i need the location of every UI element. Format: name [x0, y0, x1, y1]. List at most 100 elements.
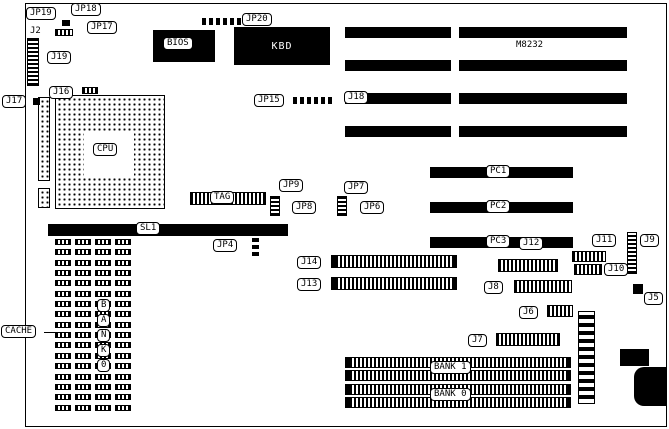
cache-chip — [75, 373, 91, 380]
jp17-header — [55, 29, 73, 36]
jp9-jp8-header — [270, 196, 280, 216]
sl1-slot — [48, 224, 288, 236]
j16-label: J16 — [49, 86, 74, 99]
j7-label: J7 — [468, 334, 487, 347]
jp8-label: JP8 — [292, 201, 317, 214]
cache-chip — [55, 332, 71, 339]
cache-chip — [75, 363, 91, 370]
cache-bank-letter-b: B — [97, 299, 111, 312]
cache-chip — [75, 270, 91, 277]
cache-chip — [95, 259, 111, 266]
bios-label: BIOS — [163, 37, 193, 50]
j14-header — [331, 255, 457, 268]
isa-slot — [459, 60, 627, 71]
cache-chip-grid — [55, 239, 139, 413]
cache-chip — [115, 311, 131, 318]
j2-header — [27, 38, 39, 86]
cache-chip — [55, 270, 71, 277]
din-connector-body — [634, 367, 667, 406]
cpu-label: CPU — [93, 143, 118, 156]
bank1-label: BANK 1 — [430, 361, 471, 374]
jp9-label: JP9 — [279, 179, 304, 192]
cache-chip — [115, 239, 131, 245]
cache-chip — [55, 363, 71, 370]
cache-chip — [75, 290, 91, 297]
jp20-header — [202, 18, 242, 25]
cache-bank-letter-0: 0 — [97, 359, 111, 372]
cache-chip — [55, 259, 71, 266]
cache-chip — [95, 280, 111, 287]
isa-slot — [459, 126, 627, 137]
cache-chip — [55, 383, 71, 390]
cache-chip — [115, 363, 131, 370]
cache-chip — [75, 249, 91, 256]
cache-chip — [75, 311, 91, 318]
cache-chip — [55, 249, 71, 256]
cache-chip — [75, 404, 91, 411]
jp6-label: JP6 — [360, 201, 385, 214]
j14-label: J14 — [297, 256, 322, 269]
cache-chip — [115, 270, 131, 277]
cache-chip — [115, 383, 131, 390]
cache-chip — [75, 394, 91, 401]
j11-label: J11 — [592, 234, 617, 247]
power-connector — [578, 311, 595, 404]
j6-header — [547, 305, 573, 317]
pc2-label: PC2 — [486, 200, 511, 213]
j5-header — [633, 284, 643, 294]
isa-slot — [345, 126, 451, 137]
cpu-pin-strip — [38, 97, 50, 181]
cache-chip — [75, 342, 91, 349]
j6-label: J6 — [519, 306, 538, 319]
cache-chip — [55, 301, 71, 308]
cpu-socket — [55, 95, 165, 209]
cache-chip — [75, 321, 91, 328]
cache-chip — [115, 249, 131, 256]
jp18-header — [62, 20, 70, 26]
cache-chip — [115, 321, 131, 328]
kbd-label: KBD — [271, 40, 293, 52]
cache-chip — [75, 280, 91, 287]
cache-chip — [75, 259, 91, 266]
cache-chip — [95, 249, 111, 256]
jp7-label: JP7 — [344, 181, 369, 194]
j19-label: J19 — [47, 51, 72, 64]
cache-chip — [55, 352, 71, 359]
sl1-label: SL1 — [136, 222, 161, 235]
j16-header — [82, 87, 98, 94]
cache-chip — [75, 383, 91, 390]
j10-header — [574, 264, 602, 275]
kbd-chip: KBD — [234, 27, 330, 65]
j12-label: J12 — [519, 237, 544, 250]
jp4-label: JP4 — [213, 239, 238, 252]
cache-chip — [115, 290, 131, 297]
cache-chip — [95, 404, 111, 411]
j8-label: J8 — [484, 281, 503, 294]
cache-chip — [75, 301, 91, 308]
jp15-header — [293, 97, 333, 104]
jp20-label: JP20 — [242, 13, 272, 26]
j12-header — [498, 259, 558, 272]
cache-chip — [115, 259, 131, 266]
cache-bank-letter-a: A — [97, 314, 111, 327]
isa-slot — [345, 93, 451, 104]
j13-label: J13 — [297, 278, 322, 291]
pc1-label: PC1 — [486, 165, 511, 178]
j11-header — [572, 251, 606, 262]
j17-header — [33, 98, 40, 105]
cache-chip — [75, 332, 91, 339]
cache-bank-letter-n: N — [97, 329, 111, 342]
j13-header — [331, 277, 457, 290]
cache-chip — [95, 383, 111, 390]
j5-label: J5 — [644, 292, 663, 305]
isa-slot — [345, 60, 451, 71]
isa-slot — [459, 93, 627, 104]
cache-chip — [75, 352, 91, 359]
cache-chip — [95, 394, 111, 401]
m8232-label: M8232 — [516, 40, 544, 50]
cache-chip — [95, 239, 111, 245]
cache-leader-line — [44, 332, 56, 333]
j8-header — [514, 280, 572, 293]
cache-chip — [115, 301, 131, 308]
